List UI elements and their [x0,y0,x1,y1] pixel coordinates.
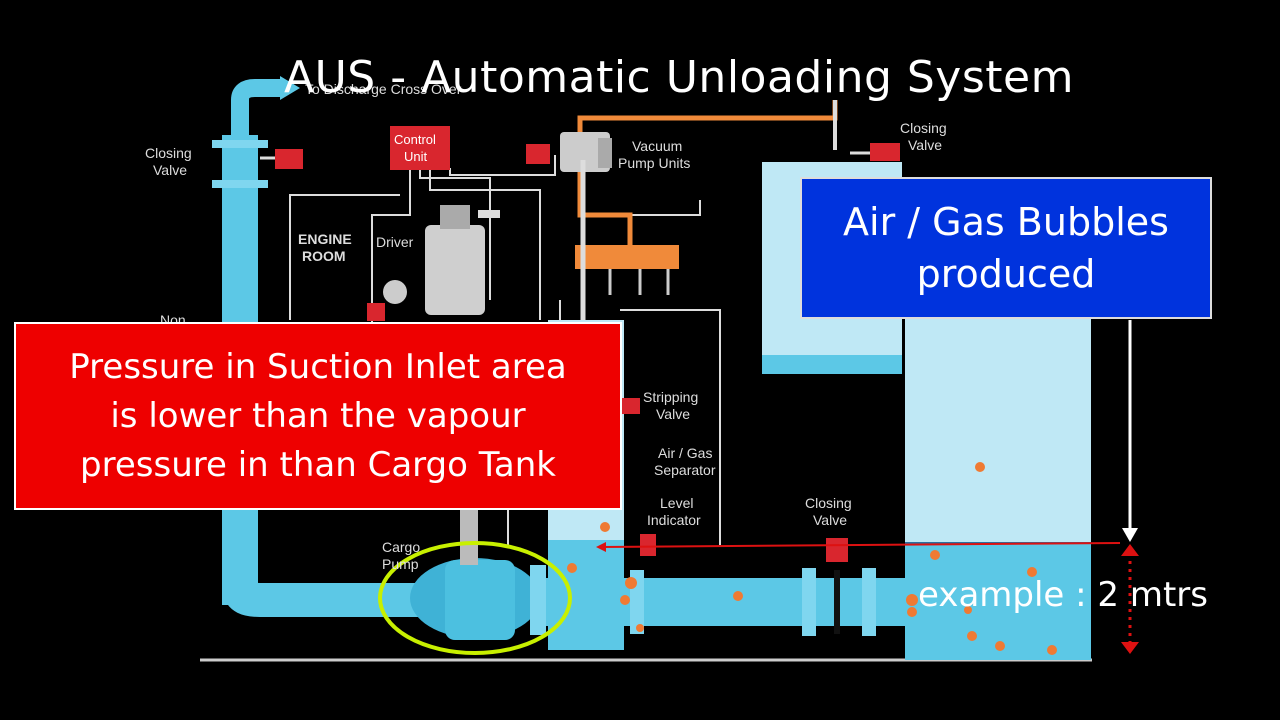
separator-label-1: Air / Gas [658,445,712,461]
pressure-callout-line-1: Pressure in Suction Inlet area [69,346,567,387]
vacuum-pump-label-1: Vacuum [632,138,682,154]
closing-valve-top-left-marker [275,149,303,169]
driver-motor [383,205,500,315]
separator-label-2: Separator [654,462,716,478]
engine-room-label-2: ROOM [302,248,346,264]
closing-valve-bottom-label-1: Closing [805,495,852,511]
suction-pipe [223,581,430,617]
closing-valve-left-label-2: Valve [153,162,187,178]
tank-suction-pipe [540,578,970,626]
example-height-label: example : 2 mtrs [918,575,1208,615]
cargo-pump [410,505,546,640]
to-discharge-label: To Discharge Cross Over [305,81,462,97]
cargo-pump-label-2: Pump [382,556,419,572]
bubbles-callout-line-1: Air / Gas Bubbles [843,200,1169,244]
pressure-callout-line-2: is lower than the vapour [110,395,526,436]
control-unit-label-1: Control [394,132,436,147]
closing-valve-left-label-1: Closing [145,145,192,161]
vacuum-pump-unit [560,100,838,320]
slide-title: AUS - Automatic Unloading System [284,52,1074,103]
bubbles-callout-line-2: produced [916,252,1096,296]
bubbles-callout: Air / Gas Bubbles produced [800,177,1212,319]
vacuum-pump-label-2: Pump Units [618,155,690,171]
gas-bubbles [567,462,1057,655]
stripping-valve-label-1: Stripping [643,389,698,405]
control-unit-box [390,126,450,170]
level-indicator-label-1: Level [660,495,693,511]
closing-valve-bottom-label-2: Valve [813,512,847,528]
level-indicator-label-2: Indicator [647,512,701,528]
pressure-callout: Pressure in Suction Inlet area is lower … [14,322,622,510]
control-unit-label-2: Unit [404,149,428,164]
level-line [599,542,1121,548]
driver-label: Driver [376,234,414,250]
pressure-callout-line-3: pressure in than Cargo Tank [80,444,556,485]
closing-valve-right-label-2: Valve [908,137,942,153]
closing-valve-right-label-1: Closing [900,120,947,136]
pump-highlight-ellipse [378,541,572,655]
stripping-valve-label-2: Valve [656,406,690,422]
cargo-pump-label-1: Cargo [382,539,420,555]
engine-room-label-1: ENGINE [298,231,352,247]
valve-markers [275,126,900,562]
